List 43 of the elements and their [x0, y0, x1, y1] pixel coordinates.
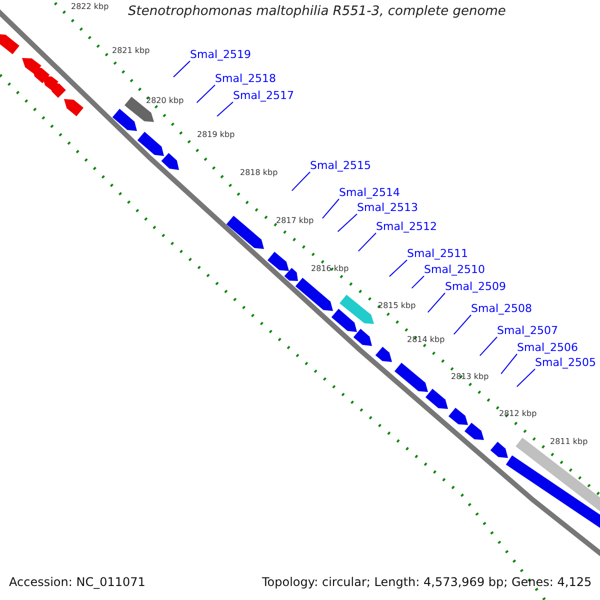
scale-label: 2819 kbp: [197, 130, 235, 140]
scale-label: 2820 kbp: [146, 96, 184, 106]
leader-line: [358, 232, 376, 252]
scale-label: 2811 kbp: [550, 437, 588, 447]
gene-label: Smal_2519: [190, 49, 251, 61]
leader-line: [173, 60, 190, 78]
gene-label: Smal_2517: [233, 90, 294, 102]
gene-label: Smal_2508: [471, 303, 532, 315]
gene-label: Smal_2513: [357, 202, 418, 214]
leader-line: [500, 354, 518, 374]
leader-line: [516, 368, 536, 388]
gene-label: Smal_2515: [310, 160, 371, 172]
leader-line: [427, 292, 446, 313]
leader-line: [479, 336, 498, 356]
scale-label: 2822 kbp: [71, 2, 109, 12]
scale-label: 2821 kbp: [112, 46, 150, 56]
leader-line: [216, 102, 234, 117]
scale-label: 2818 kbp: [240, 168, 278, 178]
gene-label: Smal_2509: [445, 281, 506, 293]
gene-label: Smal_2506: [517, 342, 578, 354]
footer-text: Accession: NC_011071: [9, 575, 146, 589]
gene-label: Smal_2518: [215, 73, 276, 85]
leader-line: [411, 276, 424, 289]
scale-label: 2812 kbp: [499, 409, 537, 419]
scale-label: 2817 kbp: [276, 216, 314, 226]
scale-label: 2813 kbp: [451, 372, 489, 382]
leader-line: [388, 260, 408, 277]
scale-label: 2814 kbp: [407, 335, 445, 345]
gene-label: Smal_2511: [407, 248, 468, 260]
scale-label: 2815 kbp: [378, 301, 416, 311]
leader-line: [337, 214, 358, 232]
leader-line: [453, 314, 472, 335]
scale-label: 2816 kbp: [311, 264, 349, 274]
leader-line: [196, 84, 216, 104]
leader-line: [322, 198, 340, 219]
gene-label: Smal_2510: [424, 264, 485, 276]
leader-line: [291, 172, 310, 192]
footer-text: Topology: circular; Length: 4,573,969 bp; Genes: 4,125: [262, 575, 592, 589]
gene-label: Smal_2514: [339, 187, 400, 199]
gene-label: Smal_2505: [535, 357, 596, 369]
title: Stenotrophomonas maltophilia R551-3, complete genome: [128, 4, 506, 20]
gene-label: Smal_2507: [497, 325, 558, 337]
gene-label: Smal_2512: [376, 221, 437, 233]
